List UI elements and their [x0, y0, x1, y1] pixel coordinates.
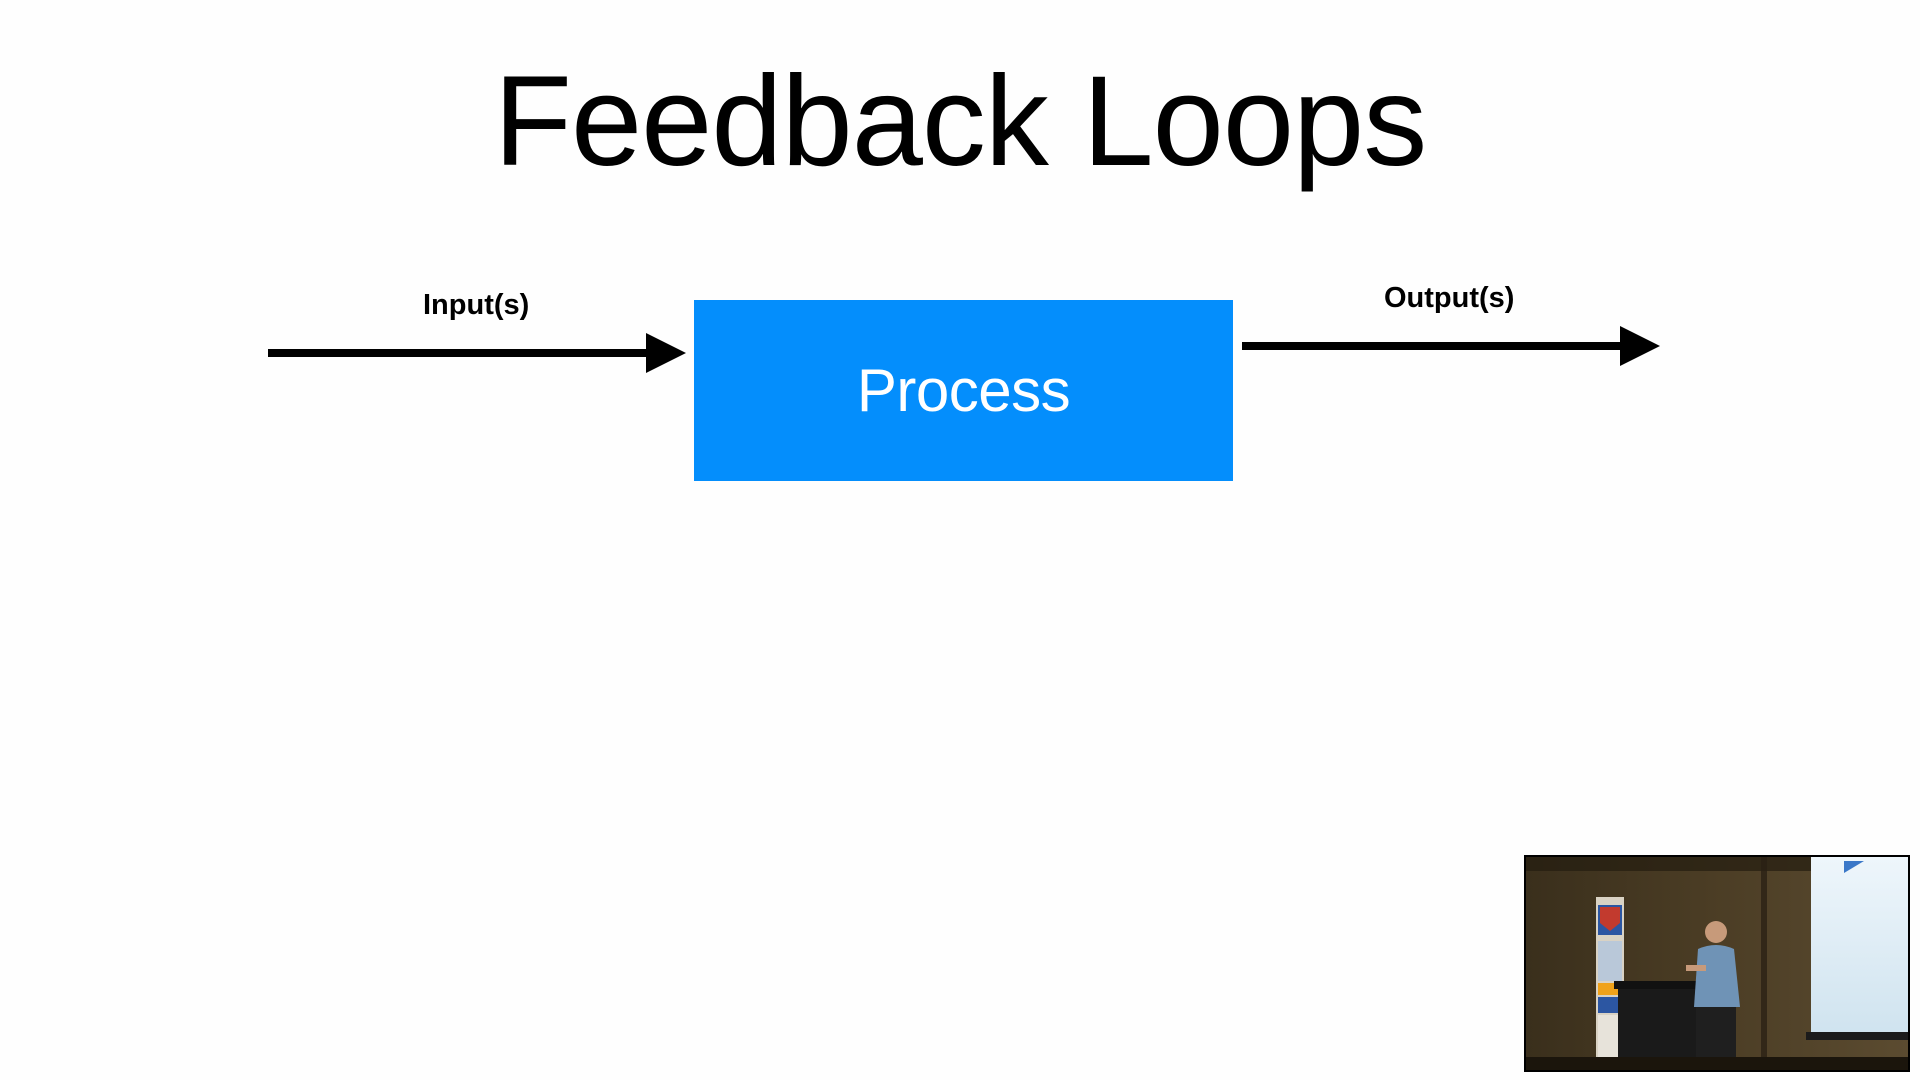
input-label: Input(s): [423, 289, 530, 321]
output-arrow: [1242, 326, 1660, 366]
presenter-video-inset: [1524, 855, 1910, 1072]
presenter-video-icon: [1526, 857, 1908, 1070]
process-box: Process: [694, 300, 1233, 481]
process-label: Process: [856, 357, 1071, 424]
input-arrow: [268, 333, 686, 373]
slide-title: Feedback Loops: [493, 50, 1427, 193]
output-label: Output(s): [1384, 282, 1515, 314]
